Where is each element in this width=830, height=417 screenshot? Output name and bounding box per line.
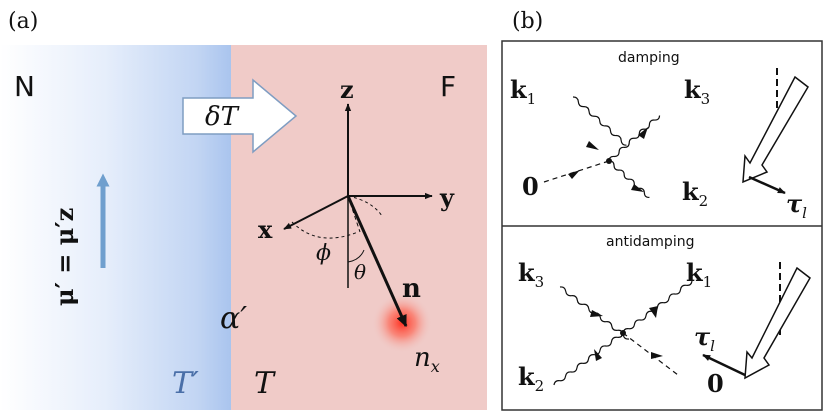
temp-f-label: T (254, 366, 276, 401)
damping-line-k3 (608, 115, 661, 162)
antidamping-vertex (620, 330, 626, 336)
damping-diagram: damping k1 k3 0 k2 τl (510, 50, 809, 222)
antidamping-hollow-arrow (744, 266, 811, 380)
x-axis-label: x (258, 215, 273, 244)
antidamping-title: antidamping (606, 234, 694, 250)
damping-zero-label: 0 (522, 172, 539, 201)
theta-label: θ (354, 260, 366, 284)
antidamping-k2-label: k2 (518, 362, 544, 395)
panel-b: (b) damping k1 k3 0 k2 τl antidampi (501, 9, 823, 411)
damping-tau-arrow (748, 175, 786, 195)
damping-line-k2 (608, 160, 650, 199)
z-axis-label: z (340, 75, 354, 104)
damping-arrow-k3 (638, 127, 648, 139)
panel-a-label: (a) (8, 9, 38, 34)
chem-potential-label: μ′ = μ′z (50, 208, 79, 306)
damping-k2-label: k2 (682, 177, 708, 210)
panel-b-label: (b) (512, 9, 543, 34)
coordinate-axes: z y x (258, 75, 455, 288)
damping-arrow-k2 (631, 184, 644, 192)
n-vector (346, 195, 408, 328)
damping-hollow-arrow (742, 75, 809, 184)
cone-arc (347, 195, 383, 217)
antidamping-zero-label: 0 (707, 369, 724, 398)
region-f-label: F (440, 70, 456, 103)
antidamping-arrow-k3 (590, 310, 603, 317)
n-x-label: nx (414, 343, 440, 376)
theta-arc (347, 249, 365, 263)
damping-line-k1 (572, 96, 627, 146)
antidamping-dashed-line (622, 332, 679, 376)
region-n-label: N (14, 70, 35, 103)
projection-line (347, 195, 361, 233)
panel-a: (a) N F δT μ′ = μ′z α′ T′ T z y x ϕ θ (0, 9, 487, 410)
damping-tau-label: τl (786, 189, 807, 222)
damping-arrow-k1 (586, 141, 599, 150)
heat-flow-label: δT (205, 102, 240, 132)
antidamping-tau-label: τl (694, 322, 715, 355)
antidamping-diagram: antidamping k3 k1 k2 0 τl (518, 234, 811, 398)
antidamping-arrow-k2 (594, 349, 602, 361)
damping-vertex (606, 158, 612, 164)
damping-title: damping (618, 50, 680, 66)
damping-arrow-0 (568, 170, 580, 179)
antidamping-k3-label: k3 (518, 258, 544, 291)
interface-param-label: α′ (220, 301, 247, 336)
antidamping-arrow-k1 (649, 306, 658, 318)
antidamping-line-k2 (553, 332, 624, 386)
antidamping-tau-arrow (702, 353, 746, 377)
damping-k1-label: k1 (510, 75, 536, 108)
phi-arc (291, 221, 359, 239)
n-vector-label: n (402, 274, 421, 304)
damping-k3-label: k3 (684, 75, 710, 108)
phi-label: ϕ (316, 241, 331, 266)
antidamping-k1-label: k1 (686, 258, 712, 291)
antidamping-arrow-0 (651, 352, 663, 359)
damping-dashed-line (543, 160, 610, 183)
heat-flow-arrow: δT (182, 78, 298, 154)
temp-n-label: T′ (172, 366, 199, 401)
x-axis (283, 195, 349, 230)
y-axis-label: y (439, 183, 455, 212)
